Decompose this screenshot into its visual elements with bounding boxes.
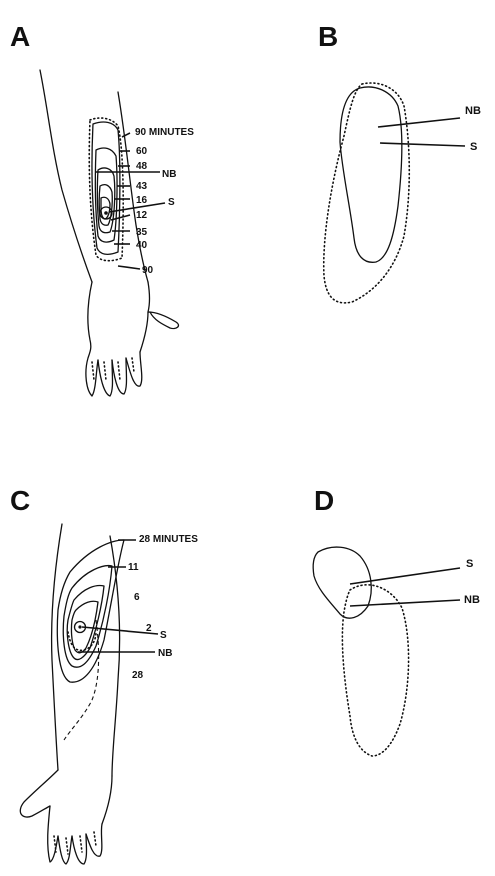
label-48-a: 48 [136, 161, 148, 172]
label-40-a: 40 [136, 240, 148, 251]
nb-region-dotted-b [324, 83, 410, 303]
label-90-a: 90 [142, 265, 154, 276]
leader-90bottom-a [118, 266, 140, 269]
leader-s-d [350, 568, 460, 584]
label-s-b: S [470, 141, 477, 153]
label-16-a: 16 [136, 195, 148, 206]
leader-s-b [380, 143, 465, 146]
forearm-outline-a [40, 70, 178, 396]
panel-a: A [10, 21, 194, 396]
forearm-outline-c [20, 524, 119, 864]
leader-nb-d [350, 600, 460, 606]
nb-region-dotted-d [342, 585, 408, 756]
label-28-minutes-c: 28 MINUTES [139, 534, 198, 545]
panel-c: C [10, 485, 198, 864]
label-nb-a: NB [162, 169, 176, 180]
label-60-a: 60 [136, 146, 148, 157]
label-43-a: 43 [136, 181, 148, 192]
panel-letter-c: C [10, 485, 30, 516]
panel-d: D S NB [313, 485, 480, 756]
label-11-c: 11 [128, 562, 139, 573]
label-12-a: 12 [136, 210, 148, 221]
panel-letter-a: A [10, 21, 30, 52]
contour-rings-a [92, 122, 120, 254]
label-28-c: 28 [132, 670, 144, 681]
label-s-a: S [168, 197, 175, 208]
label-nb-d: NB [464, 594, 480, 606]
label-35-a: 35 [136, 227, 148, 238]
panel-letter-b: B [318, 21, 338, 52]
label-s-c: S [160, 630, 167, 641]
leader-nb-b [378, 118, 460, 127]
label-nb-c: NB [158, 648, 172, 659]
label-nb-b: NB [465, 105, 481, 117]
panel-letter-d: D [314, 485, 334, 516]
label-6-c: 6 [134, 592, 140, 603]
panel-b: B NB S [318, 21, 481, 303]
label-s-d: S [466, 558, 473, 570]
label-2-c: 2 [146, 623, 152, 634]
leader-90top-a [122, 133, 130, 137]
label-90-minutes-a: 90 MINUTES [135, 127, 194, 138]
